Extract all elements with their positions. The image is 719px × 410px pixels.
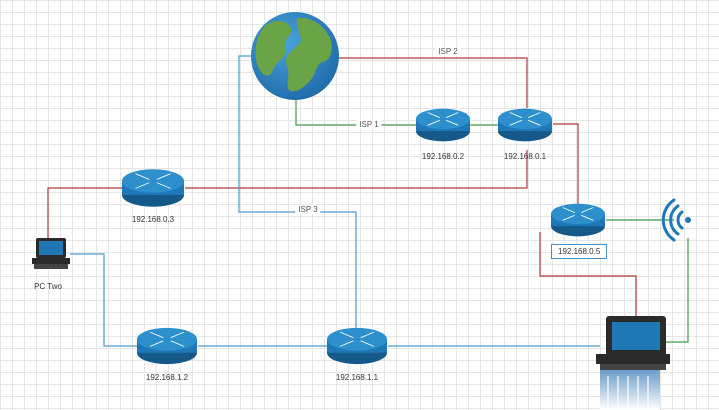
isp3-link-label: ISP 3 xyxy=(295,205,321,214)
desktop-pc-icon xyxy=(596,316,670,410)
link-globe-isp3 xyxy=(238,55,357,332)
router-label: 192.168.1.1 xyxy=(335,373,379,382)
router-label: 192.168.0.5 xyxy=(551,244,608,259)
link-r05-pc xyxy=(539,232,637,320)
router-icon xyxy=(551,203,605,237)
isp2-links xyxy=(47,57,637,320)
link-r03-pctwo xyxy=(47,187,122,244)
isp2-link-label: ISP 2 xyxy=(435,47,461,56)
router-icon xyxy=(498,108,552,142)
link-r01-r03 xyxy=(185,150,528,189)
router-label: 192.168.1.2 xyxy=(145,373,189,382)
router-label: 192.168.0.3 xyxy=(131,215,175,224)
router-icon xyxy=(416,108,470,142)
desktop-pc-icon xyxy=(32,238,70,269)
link-wifi-pc xyxy=(664,238,689,343)
link-pctwo-r12 xyxy=(70,253,137,347)
isp1-links xyxy=(295,90,689,343)
router-label: 192.168.0.2 xyxy=(421,152,465,161)
link-globe-isp2 xyxy=(330,57,528,108)
link-r01-r05 xyxy=(553,123,579,206)
router-icon xyxy=(137,327,197,365)
routers xyxy=(122,108,605,365)
router-icon xyxy=(327,327,387,365)
globe-icon xyxy=(251,12,339,100)
pc-two-label: PC Two xyxy=(34,282,62,291)
isp3-links xyxy=(70,55,600,347)
isp1-link-label: ISP 1 xyxy=(356,120,382,129)
router-icon xyxy=(122,169,184,207)
wireless-signal-icon xyxy=(661,198,691,242)
router-label: 192.168.0.1 xyxy=(503,152,547,161)
